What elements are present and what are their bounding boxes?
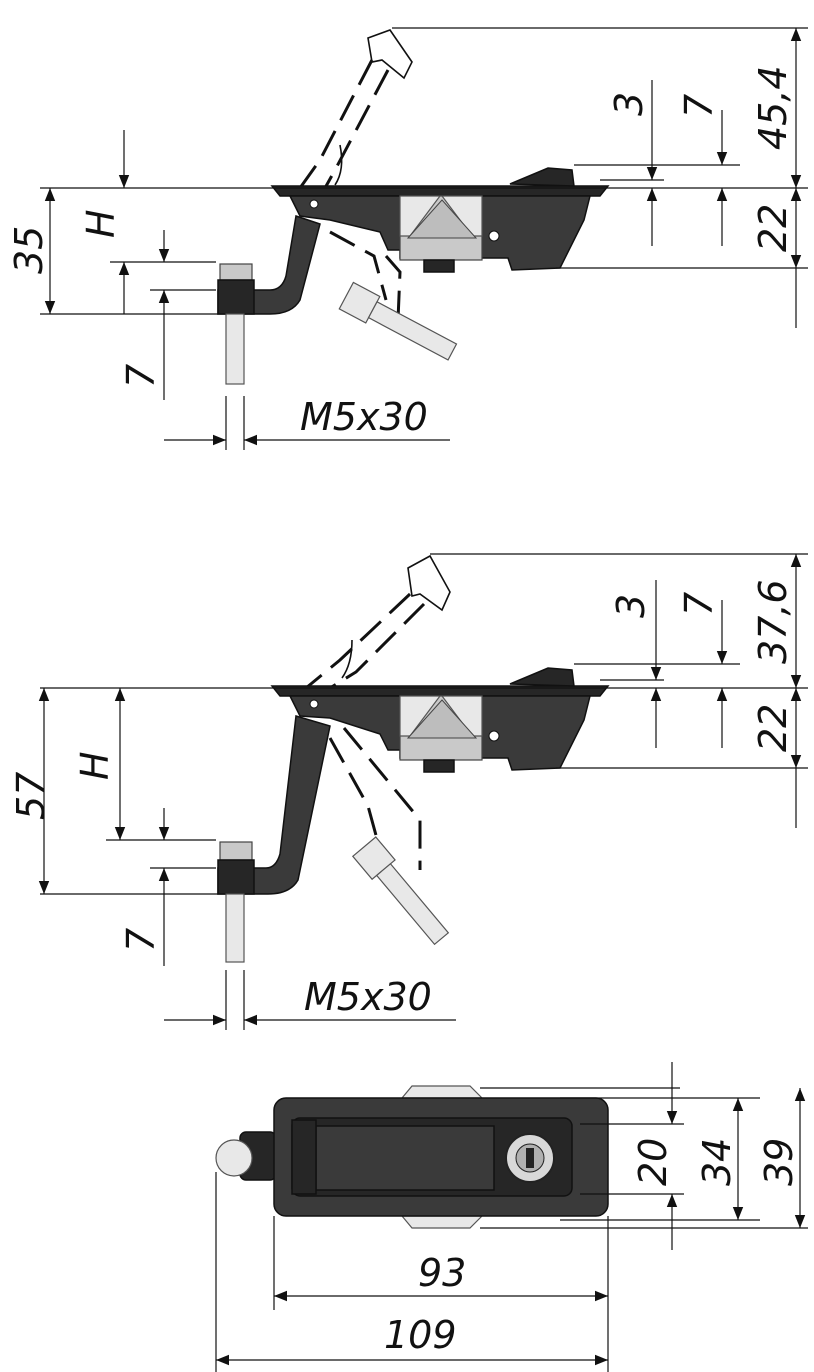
dim-34: 34 xyxy=(695,1138,739,1186)
dim-h-2: H xyxy=(73,751,117,780)
dim-m5x30-2: M5x30 xyxy=(304,975,432,1019)
dim-57: 57 xyxy=(9,772,53,820)
dim-35: 35 xyxy=(7,226,51,274)
dim-109: 109 xyxy=(384,1313,457,1357)
dim-h: H xyxy=(79,209,123,238)
dim-37-6: 37,6 xyxy=(751,579,795,664)
dim-39: 39 xyxy=(757,1138,801,1186)
handle-open-outline-2 xyxy=(305,554,451,690)
dim-45-4: 45,4 xyxy=(751,65,795,150)
stud-bolt xyxy=(217,263,255,385)
dim-stud-7-2: 7 xyxy=(119,928,163,952)
dim-22-2: 22 xyxy=(751,704,795,752)
stud-bolt-alt-2 xyxy=(351,836,450,946)
dim-22: 22 xyxy=(751,204,795,252)
view-1-side: 45,4 22 7 3 35 H 7 M5x30 xyxy=(7,27,808,450)
dim-7: 7 xyxy=(677,94,721,118)
view-2-side: 37,6 22 7 3 57 H 7 M5x30 xyxy=(9,553,808,1030)
key-cylinder-icon xyxy=(505,1133,555,1183)
dim-m5x30: M5x30 xyxy=(300,395,428,439)
stud-bolt-alt xyxy=(338,281,458,361)
dim-20: 20 xyxy=(631,1138,675,1186)
dim-7-2: 7 xyxy=(677,592,721,616)
dim-93: 93 xyxy=(418,1251,466,1295)
dim-stud-7: 7 xyxy=(119,364,163,388)
lock-cylinder-side-2 xyxy=(399,695,483,773)
lock-cylinder-side xyxy=(399,195,483,273)
handle-open-outline xyxy=(298,29,413,189)
dim-3: 3 xyxy=(607,92,651,116)
view-3-top: 20 34 39 93 109 xyxy=(215,1062,808,1372)
stud-bolt-2 xyxy=(217,841,255,963)
dim-3-2: 3 xyxy=(609,594,653,618)
